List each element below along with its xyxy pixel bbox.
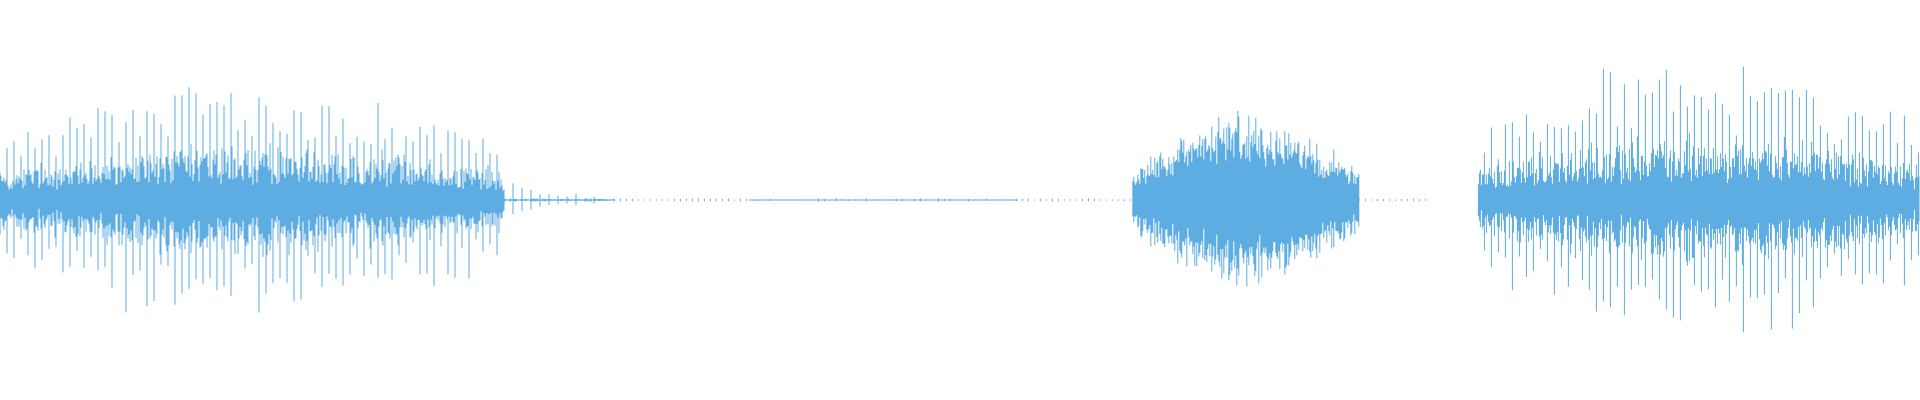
waveform-lines bbox=[0, 66, 1920, 333]
waveform-path bbox=[0, 66, 1920, 333]
